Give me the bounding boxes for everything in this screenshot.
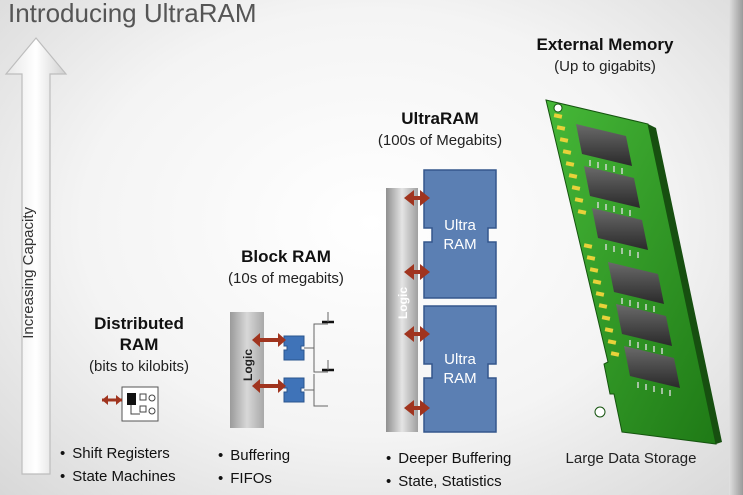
bullet-item: Buffering (218, 444, 290, 467)
ultraram-chip-2: Ultra RAM (424, 350, 496, 388)
bullet-item: FIFOs (218, 467, 290, 490)
page-title: Introducing UltraRAM (8, 0, 257, 28)
ultraram-title: UltraRAM (401, 109, 479, 128)
axis-label: Increasing Capacity (19, 206, 37, 339)
distributed-ram-subtitle: (bits to kilobits) (88, 358, 190, 375)
chip-label-line: RAM (443, 236, 477, 253)
capacity-arrow-icon (4, 37, 68, 475)
chip-label-line: RAM (443, 370, 477, 387)
distributed-ram-bullets: Shift Registers State Machines (60, 442, 176, 488)
ultraram-header: UltraRAM (100s of Megabits) (360, 108, 520, 150)
memory-module-icon (545, 99, 722, 445)
block-ram-header: Block RAM (10s of megabits) (208, 246, 364, 288)
distributed-ram-icon (102, 386, 159, 422)
distributed-ram-title-1: Distributed (94, 314, 184, 333)
ultraram-diagram (386, 169, 497, 433)
block-ram-title: Block RAM (241, 247, 331, 266)
ultraram-bullets: Deeper Buffering State, Statistics (386, 447, 511, 493)
ultra-logic-label: Logic (396, 287, 410, 319)
ultraram-chip-1: Ultra RAM (424, 216, 496, 254)
external-memory-header: External Memory (Up to gigabits) (510, 34, 700, 76)
axis-label-box: Increasing Capacity (6, 185, 50, 360)
external-memory-caption: Large Data Storage (565, 450, 697, 467)
slide-edge (729, 0, 743, 495)
chip-label-line: Ultra (444, 217, 476, 234)
bullet-item: State, Statistics (386, 470, 511, 493)
external-memory-subtitle: (Up to gigabits) (554, 58, 656, 75)
chip-label-line: Ultra (444, 351, 476, 368)
external-memory-title: External Memory (536, 35, 674, 54)
block-ram-subtitle: (10s of megabits) (228, 270, 344, 287)
block-ram-diagram (230, 312, 334, 428)
ultraram-subtitle: (100s of Megabits) (377, 132, 503, 149)
distributed-ram-title-2: RAM (119, 335, 159, 354)
distributed-ram-header: Distributed RAM (bits to kilobits) (60, 313, 218, 376)
bullet-item: Deeper Buffering (386, 447, 511, 470)
bullet-item: State Machines (60, 465, 175, 488)
bullet-item: Shift Registers (60, 442, 176, 465)
block-ram-bullets: Buffering FIFOs (218, 444, 290, 490)
block-logic-label: Logic (241, 349, 255, 381)
